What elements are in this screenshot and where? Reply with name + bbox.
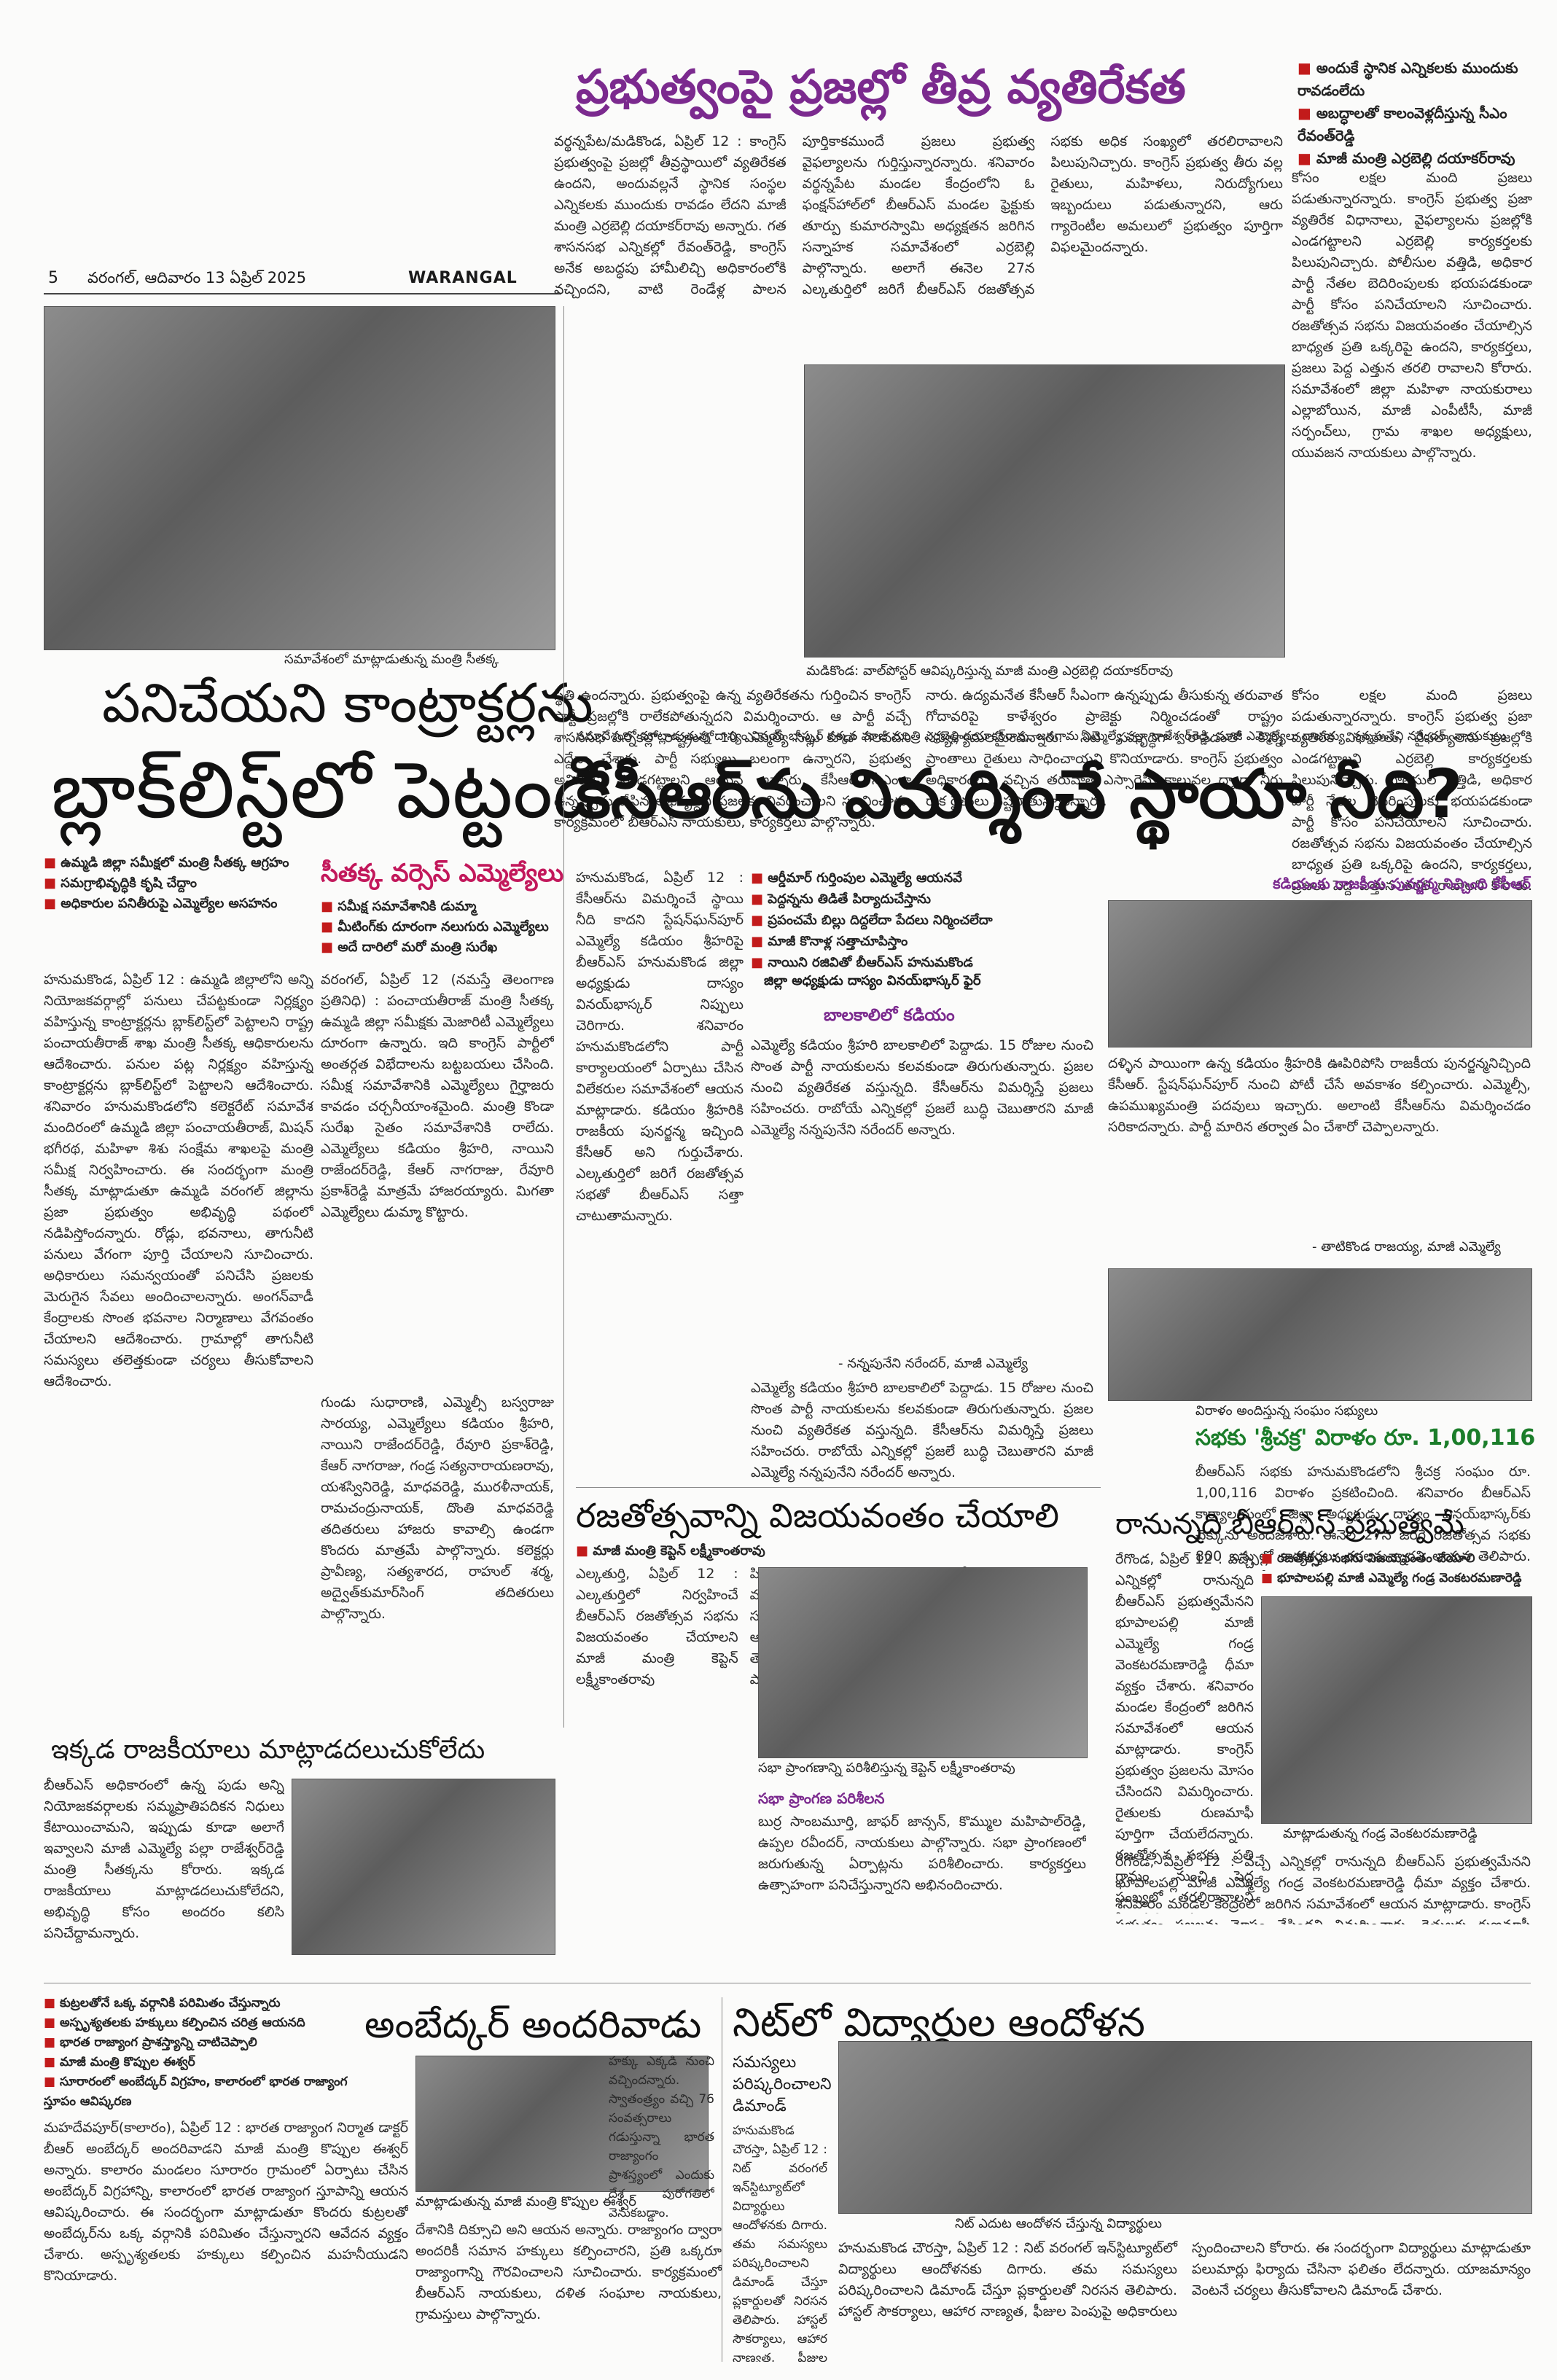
- story4-bullet: మాజీ మంత్రి కెప్టెన్ లక్ష్మీకాంతరావు: [576, 1540, 765, 1562]
- story2-bullet: అదే దారిలో మరో మంత్రి సురేఖ: [321, 937, 554, 958]
- story3-body-mid2: ఎమ్మెల్యే కడియం శ్రీహరి బాలకాలిలో పెద్దా…: [751, 1380, 1093, 1480]
- story3-bullet: నాయిని రజివితో బీఆర్‌ఎస్ హనుమకొండ: [751, 952, 1101, 973]
- story3-photo: [1108, 900, 1532, 1047]
- story2-bullets-right: సమీక్ష సమావేశానికి డుమ్మా మీటింగ్‌కు దూర…: [321, 897, 554, 958]
- story8-body2: హనుమకొండ చౌరస్తా, ఏప్రిల్ 12 : నిట్ వరంగ…: [838, 2240, 1531, 2319]
- story3-body-right: దళ్ళిన పాయింగా ఉన్న కడియం శ్రీహరికి ఊపిర…: [1108, 1056, 1531, 1135]
- story3-bullet: ప్రపంచమే బిల్లు దిద్దలేదా పేదలు నిర్మించ…: [751, 910, 1101, 931]
- story1-bullets: అందుకే స్థానిక ఎన్నికలకు ముందుకు రావడంలే…: [1298, 57, 1531, 170]
- header-rule: [44, 293, 561, 294]
- story3-bullet: ఆర్డీమార్ గుర్తింపుల ఎమ్మెల్యే ఆయనవే: [751, 867, 1101, 889]
- story3-bullets: ఆర్డీమార్ గుర్తింపుల ఎమ్మెల్యే ఆయనవే పెద…: [751, 867, 1101, 991]
- story6-body: బీఆర్‌ఎస్ అధికారంలో ఉన్న పుడు అన్ని నియో…: [44, 1777, 284, 1941]
- story3-body-mid: ఎమ్మెల్యే కడియం శ్రీహరి బాలకాలిలో పెద్దా…: [751, 1037, 1093, 1138]
- story1-bullet: అబద్ధాలతో కాలంవెళ్లదీస్తున్న సీఎం రేవంత్…: [1298, 102, 1531, 147]
- story5-bullets: రజతోత్సవ సభను విజయవంతం చేయాలి భూపాలపల్లి…: [1261, 1549, 1531, 1588]
- story8-body-top: హక్కు ఎక్కడి నుంచి వచ్చిందన్నారు. స్వాతం…: [609, 2054, 714, 2220]
- story2-photo: [44, 306, 555, 650]
- story8-photo-caption: నిట్ ఎదుట ఆందోళన చేస్తున్న విద్యార్థులు: [955, 2216, 1162, 2231]
- story1-body4: కోసం లక్షల మంది ప్రజలు పడుతున్నారన్నారు.…: [1292, 687, 1532, 894]
- story2-bullet: అధికారుల పనితీరుపై ఎమ్మెల్యేల అసహనం: [44, 894, 313, 914]
- story7-photo: [415, 2056, 709, 2192]
- story2-kicker: సమావేశంలో మాట్లాడుతున్న మంత్రి సీతక్క: [284, 652, 499, 667]
- story7-bullet: భారత రాజ్యాంగ ప్రాశస్త్యాన్ని చాటిచెప్పా…: [44, 2033, 364, 2053]
- story4-subhead: సభా ప్రాంగణ పరిశీలన: [758, 1790, 885, 1807]
- story3-headline: కేసీఆర్‌ను విమర్శించే స్థాయా నీది?: [576, 755, 1464, 833]
- story6-headline: ఇక్కడ రాజకీయాలు మాట్లాడదలుచుకోలేదు: [51, 1735, 485, 1765]
- story5-body: రేగొండ, ఏప్రిల్ 12 : వచ్చే ఎన్నికల్లో రా…: [1115, 1551, 1254, 1913]
- story2-subhead: సీతక్క వర్సెస్ ఎమ్మెల్యేలు: [321, 859, 564, 888]
- donation-kicker: విరాళం అందిస్తున్న సంఘం సభ్యులు: [1195, 1403, 1378, 1419]
- story2-headline1: పనిచేయని కాంట్రాక్టర్లను: [102, 672, 593, 735]
- story5-photo-caption: మాట్లాడుతున్న గండ్ర వెంకటరమణారెడ్డి: [1283, 1826, 1478, 1841]
- story1-photo-caption: మడికొండ: వాల్‌పోస్టర్ ఆవిష్కరిస్తున్న మా…: [806, 663, 1174, 679]
- story7-bullet: అస్పృశ్యతలకు హక్కులు కల్పించిన చరిత్ర ఆయ…: [44, 2013, 364, 2033]
- dateline: వరంగల్, ఆదివారం 13 ఏప్రిల్ 2025: [87, 269, 307, 286]
- story3-side-kicker: కడియంకు రాజకీయ పునర్జన్మ నిచ్చింది కేసీఆ…: [1273, 875, 1531, 892]
- story8-sub-line: డిమాండ్: [733, 2097, 787, 2115]
- story2-body-right2: గుండు సుధారాణి, ఎమ్మెల్సీ బస్వరాజు సారయ్…: [321, 1394, 554, 1622]
- story7-bullet: మాజీ మంత్రి కొప్పుల ఈశ్వర్: [44, 2053, 364, 2072]
- story2-bullets-left: ఉమ్మడి జిల్లా సమీక్షలో మంత్రి సీతక్క ఆగ్…: [44, 853, 313, 914]
- story7-body: మహదేవపూర్(కాలారం), ఏప్రిల్ 12 : భారత రాజ…: [44, 2120, 408, 2284]
- story1-headline: ప్రభుత్వంపై ప్రజల్లో తీవ్ర వ్యతిరేకత: [576, 61, 1186, 114]
- story1-bullet: మాజీ మంత్రి ఎర్రబెల్లి దయాకర్‌రావు: [1298, 147, 1531, 170]
- page-number: 5: [48, 269, 58, 287]
- story3-subhead: బాలకాలిలో కడియం: [824, 1006, 955, 1025]
- story1-body-right: కోసం లక్షల మంది ప్రజలు పడుతున్నారన్నారు.…: [1292, 170, 1532, 461]
- story3-photo-caption: - తాటికొండ రాజయ్య, మాజీ ఎమ్మెల్యే: [1312, 1239, 1501, 1255]
- story2-headline2: బ్లాక్‌లిస్ట్‌లో పెట్టండి: [51, 745, 612, 836]
- story1-bullet: అందుకే స్థానిక ఎన్నికలకు ముందుకు రావడంలే…: [1298, 57, 1531, 102]
- story7-headline: అంబేద్కర్ అందరివాడు: [364, 2003, 702, 2047]
- story8-sub-line: సమస్యలు: [733, 2053, 797, 2072]
- story3-kicker: సమావేశంలో మాట్లాడుతున్న దాస్యం వినయ్ భాస…: [576, 729, 1507, 744]
- story4-headline: రజతోత్సవాన్ని విజయవంతం చేయాలి: [576, 1496, 1059, 1535]
- story2-divider: [563, 306, 564, 1728]
- story5-photo: [1261, 1596, 1532, 1824]
- story4-photo-caption: సభా ప్రాంగణాన్ని పరిశీలిస్తున్న కెప్టెన్…: [758, 1760, 1015, 1776]
- story4-photo: [758, 1567, 1088, 1758]
- story8-photo: [838, 2041, 1532, 2214]
- story3-bullet: మాజీ కొనాళ్ల సత్తాచూపిస్తాం: [751, 931, 1101, 952]
- story1-body2: స్థితి ఉందన్నారు. ప్రభుత్వంపై ఉన్న వ్యతి…: [554, 687, 911, 830]
- story2-body-right: వరంగల్, ఏప్రిల్ 12 (నమస్తే తెలంగాణ ప్రతి…: [321, 972, 554, 1220]
- story8-sub: సమస్యలు పరిష్కరించాలని డిమాండ్: [733, 2052, 832, 2118]
- story8-sub-line: పరిష్కరించాలని: [733, 2075, 832, 2094]
- section-name: WARANGAL: [408, 269, 518, 287]
- story2-bullet: మీటింగ్‌కు దూరంగా నలుగురు ఎమ్మెల్యేలు: [321, 917, 554, 937]
- story2-bullet: ఉమ్మడి జిల్లా సమీక్షలో మంత్రి సీతక్క ఆగ్…: [44, 853, 313, 873]
- story5-headline: రానున్నది బీఆర్‌ఎస్ ప్రభుత్వమే: [1115, 1507, 1464, 1541]
- story7-bullets: కుట్రలతోనే ఒక్క వర్గానికి పరిమితం చేస్తు…: [44, 1994, 364, 2112]
- story5-bullet: భూపాలపల్లి మాజీ ఎమ్మెల్యే గండ్ర వెంకటరమణ…: [1261, 1569, 1531, 1588]
- donation-photo: [1108, 1268, 1532, 1401]
- donation-headline: సభకు 'శ్రీచక్ర' విరాళం రూ. 1,00,116: [1195, 1425, 1536, 1451]
- mid-rule: [576, 1487, 1101, 1488]
- story3-body: హనుమకొండ, ఏప్రిల్ 12 : కేసీఆర్‌ను విమర్శ…: [576, 870, 744, 1224]
- story8-body: హనుమకొండ చౌరస్తా, ఏప్రిల్ 12 : నిట్ వరంగ…: [733, 2123, 827, 2362]
- story1-body3: నారు. ఉద్యమనేత కేసీఆర్ సీఎంగా ఉన్నప్పుడు…: [926, 687, 1283, 809]
- story4-body2: బుర్ర సాంబమూర్తి, జాఫర్ జాన్సన్, కొమ్ముల…: [758, 1814, 1086, 1893]
- story7-body2: దేశానికి దిక్సూచి అని ఆయన అన్నారు. రాజ్య…: [415, 2222, 722, 2322]
- story2-body: హనుమకొండ, ఏప్రిల్ 12 : ఉమ్మడి జిల్లాలోని…: [44, 972, 313, 1389]
- story2-bullet: సమగ్రాభివృద్ధికి కృషి చేద్దాం: [44, 873, 313, 894]
- story3-bullet: పెద్దన్నను తిడితే పిర్యాదుచేస్తాను: [751, 889, 1101, 910]
- story5-bullet: రజతోత్సవ సభను విజయవంతం చేయాలి: [1261, 1549, 1531, 1569]
- story3-mid-caption: - నన్నపునేని నరేందర్, మాజీ ఎమ్మెల్యే: [838, 1356, 1028, 1371]
- story7-bullet: సూరారంలో అంబేద్కర్ విగ్రహం, కాలారంలో భార…: [44, 2072, 364, 2112]
- story7-bullet: కుట్రలతోనే ఒక్క వర్గానికి పరిమితం చేస్తు…: [44, 1994, 364, 2013]
- story7-photo-caption: మాట్లాడుతున్న మాజీ మంత్రి కొప్పుల ఈశ్వర్: [415, 2194, 636, 2209]
- story5-body2: రేగొండ, ఏప్రిల్ 12 : వచ్చే ఎన్నికల్లో రా…: [1115, 1854, 1531, 1924]
- story3-bullets-sub: జిల్లా అధ్యక్షుడు దాస్యం వినయ్‌భాస్కర్ ఫ…: [764, 973, 981, 988]
- story1-photo: [804, 364, 1285, 658]
- story6-photo: [292, 1779, 555, 1955]
- story2-bullet: సమీక్ష సమావేశానికి డుమ్మా: [321, 897, 554, 917]
- story8-headline: నిట్‌లో విద్యార్థుల ఆందోళన: [733, 1999, 1145, 2045]
- story1-body: వర్థన్నపేట/మడికొండ, ఏప్రిల్ 12 : కాంగ్రె…: [554, 133, 1283, 297]
